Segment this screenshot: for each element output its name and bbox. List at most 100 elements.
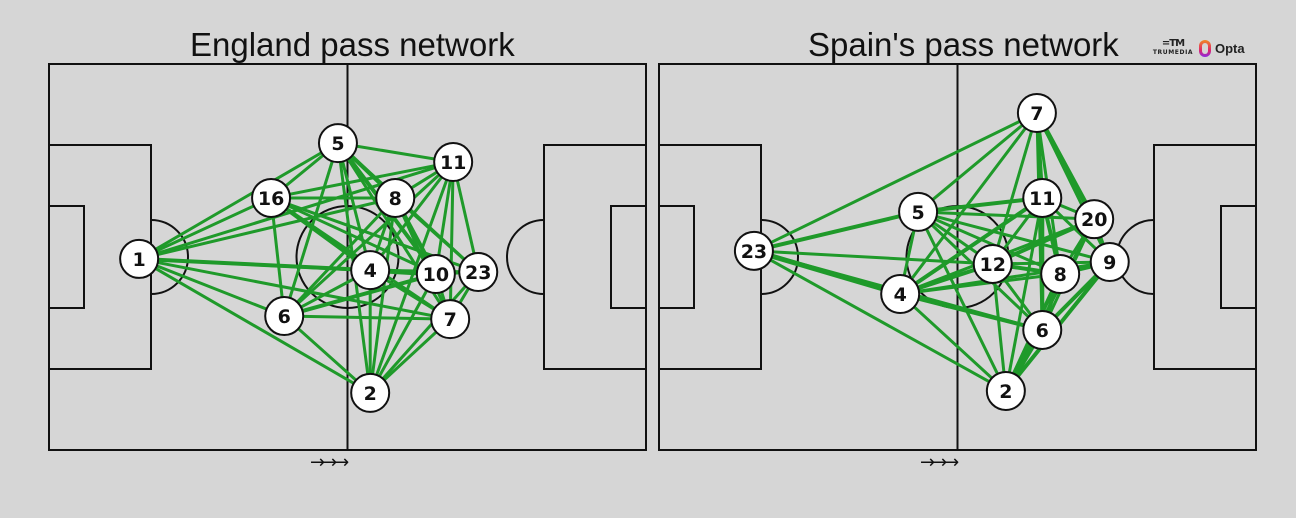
spain-player-node-4: 4: [880, 274, 921, 315]
england-pass-edge-1-7: [137, 257, 452, 321]
england-pass-edge-1-6: [137, 257, 286, 318]
england-player-node-6: 6: [264, 296, 305, 337]
england-pass-edge-11-6: [282, 160, 455, 318]
england-pass-edge-1-16: [137, 196, 273, 261]
england-pass-edge-8-7: [393, 196, 452, 321]
england-pass-edge-16-10: [269, 196, 438, 276]
player-number-label: 2: [364, 383, 377, 405]
opta-logo-text: Opta: [1215, 41, 1245, 56]
england-right-penalty-box: [543, 144, 647, 370]
player-number-label: 4: [364, 260, 377, 282]
england-player-nodes: 1 16 5 11 8 4 10 23 6 7 2: [119, 123, 499, 413]
player-node-circle: [1074, 199, 1115, 240]
spain-pass-edge-5-2: [916, 210, 1008, 393]
player-node-circle: [264, 296, 305, 337]
player-number-label: 8: [389, 188, 402, 210]
england-player-node-10: 10: [415, 253, 456, 294]
player-number-label: 16: [258, 188, 284, 210]
opta-logo-icon: [1199, 40, 1211, 57]
england-pass-edges: [137, 141, 480, 395]
trumedia-logo-text: TRUMEDIA: [1152, 49, 1194, 56]
spain-pass-edge-4-6: [898, 292, 1045, 332]
england-player-node-16: 16: [251, 177, 292, 218]
player-node-circle: [415, 253, 456, 294]
player-number-label: 5: [331, 133, 344, 155]
player-node-circle: [733, 230, 774, 271]
england-right-six-yard-box: [610, 205, 647, 309]
player-node-circle: [350, 250, 391, 291]
player-node-circle: [898, 191, 939, 232]
player-number-label: 8: [1054, 264, 1067, 286]
england-pass-edge-5-6: [282, 141, 340, 318]
england-player-node-1: 1: [119, 238, 160, 279]
spain-player-node-23: 23: [733, 230, 774, 271]
player-node-circle: [317, 123, 358, 164]
england-chart-title: England pass network: [190, 26, 515, 63]
player-node-circle: [350, 372, 391, 413]
england-pass-edge-1-2: [137, 257, 372, 395]
player-node-circle: [119, 238, 160, 279]
player-number-label: 11: [440, 152, 466, 174]
england-pass-edge-8-2: [368, 196, 397, 395]
england-left-penalty-arc: [150, 219, 189, 295]
england-pass-edge-6-7: [282, 314, 452, 321]
player-number-label: 12: [979, 254, 1005, 276]
player-node-circle: [1040, 253, 1081, 294]
spain-pass-edges: [751, 110, 1112, 394]
player-node-circle: [375, 177, 416, 218]
england-player-node-2: 2: [350, 372, 391, 413]
spain-pass-edge-11-2: [1004, 196, 1044, 393]
spain-pass-edge-23-2: [752, 249, 1008, 393]
spain-pass-edge-7-12: [991, 111, 1039, 266]
england-pass-edge-1-8: [137, 196, 397, 261]
player-number-label: 4: [894, 284, 907, 306]
player-number-label: 20: [1081, 209, 1107, 231]
england-player-node-23: 23: [458, 252, 499, 293]
england-player-node-4: 4: [350, 250, 391, 291]
player-node-circle: [880, 274, 921, 315]
england-pass-edge-5-4: [336, 141, 372, 272]
spain-player-node-12: 12: [972, 243, 1013, 284]
player-node-circle: [1022, 177, 1063, 218]
spain-right-six-yard-box: [1220, 205, 1257, 309]
branding-logos: =TM TRUMEDIA Opta: [1152, 38, 1257, 62]
player-number-label: 1: [133, 249, 146, 271]
england-pass-edge-11-4: [368, 160, 455, 272]
player-node-circle: [458, 252, 499, 293]
player-node-circle: [985, 370, 1026, 411]
england-player-node-5: 5: [317, 123, 358, 164]
spain-player-node-11: 11: [1022, 177, 1063, 218]
spain-pass-edge-8-4: [898, 272, 1062, 296]
player-number-label: 7: [1030, 103, 1043, 125]
spain-pass-edge-23-12: [752, 249, 995, 266]
england-pass-network: 1 16 5 11 8 4 10 23 6 7 2: [48, 63, 647, 451]
spain-player-node-8: 8: [1040, 253, 1081, 294]
spain-pass-edge-4-2: [898, 292, 1008, 393]
spain-player-node-6: 6: [1022, 309, 1063, 350]
spain-left-penalty-arc: [760, 219, 799, 295]
england-pass-edge-23-2: [368, 270, 480, 395]
spain-player-nodes: 23 5 7 11 20 9 12 8 4 6 2: [733, 93, 1130, 411]
opta-logo: Opta: [1199, 40, 1245, 57]
player-number-label: 23: [465, 262, 491, 284]
player-number-label: 6: [1036, 320, 1049, 342]
spain-player-node-7: 7: [1016, 93, 1057, 134]
trumedia-logo-icon: =TM: [1161, 38, 1185, 49]
player-number-label: 11: [1029, 188, 1055, 210]
england-pass-edge-11-7: [448, 160, 455, 321]
spain-left-six-yard-box: [658, 205, 695, 309]
england-pass-edge-10-6: [282, 271, 438, 319]
spain-attack-direction-arrow: →→→: [920, 452, 959, 473]
player-number-label: 5: [911, 202, 924, 224]
player-node-circle: [1089, 242, 1130, 283]
player-number-label: 7: [444, 309, 457, 331]
player-number-label: 9: [1103, 252, 1116, 274]
england-player-node-7: 7: [430, 299, 471, 340]
player-node-circle: [433, 142, 474, 183]
spain-pass-network: 23 5 7 11 20 9 12 8 4 6 2: [658, 63, 1257, 451]
spain-player-node-2: 2: [985, 370, 1026, 411]
england-right-penalty-arc: [506, 219, 545, 295]
player-node-circle: [1022, 309, 1063, 350]
player-node-circle: [972, 243, 1013, 284]
